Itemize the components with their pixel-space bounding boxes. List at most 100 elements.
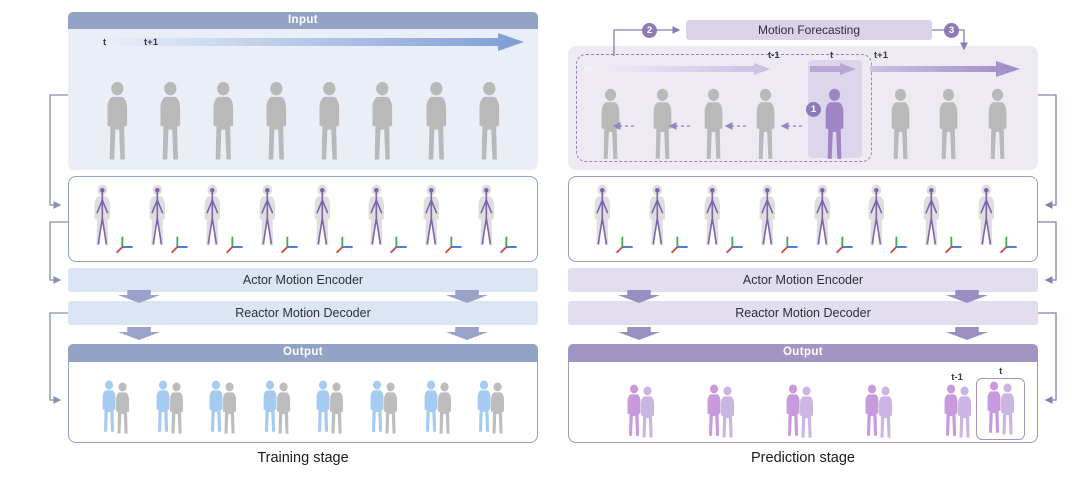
actor-reactor-pair-blue: [263, 380, 290, 434]
actor-motion-encoder-right: Actor Motion Encoder: [568, 268, 1038, 292]
actor-reactor-pair-purple: [944, 384, 971, 438]
actor-reactor-pair-purple: [987, 381, 1015, 435]
motion-forecasting-bar: Motion Forecasting: [686, 20, 932, 40]
output-tick-t-minus-1: t-1: [951, 372, 963, 383]
coordinate-axes-icon: [445, 236, 462, 254]
skeleton-figure: [704, 184, 743, 254]
predicted-frame-box: [976, 378, 1025, 440]
pair-holder: [981, 381, 1020, 437]
output-header-right: Output: [568, 344, 1038, 361]
actor-reactor-pair-purple: [628, 384, 655, 438]
output-tick-t: t: [999, 366, 1003, 377]
coordinate-axes-icon: [670, 236, 688, 254]
reactor-motion-decoder-left: Reactor Motion Decoder: [68, 301, 538, 325]
step-badge-3: 3: [944, 23, 959, 38]
actor-reactor-pair-blue: [477, 380, 505, 434]
pair-t-minus-1: t-1: [938, 372, 977, 440]
coordinate-axes-icon: [780, 236, 798, 254]
gray-person-figure: [988, 88, 1007, 159]
caption-prediction-stage: Prediction stage: [751, 450, 855, 466]
tick-t: t: [103, 37, 107, 48]
tick-t-minus-1: t-1: [768, 50, 780, 61]
output-panel-left: [68, 361, 538, 443]
skeleton-figure: [978, 184, 1017, 254]
skeleton-figure-row-left: [79, 184, 527, 255]
gray-person-figure: [372, 81, 393, 160]
future-figures-row: [868, 88, 1030, 162]
tick-t: t: [830, 50, 834, 61]
actor-reactor-pair-purple: [786, 384, 813, 438]
actor-reactor-pair-blue: [424, 380, 451, 434]
output-pair-row-left: [81, 374, 525, 436]
output-pair-row-right: t-1 t: [581, 366, 1025, 440]
output-header-left: Output: [68, 344, 538, 361]
coordinate-axes-icon: [890, 236, 908, 254]
step-badge-1: 1: [806, 102, 821, 117]
down-arrow: [118, 327, 160, 340]
skeleton-figure: [814, 184, 853, 254]
coordinate-axes-icon: [1000, 236, 1017, 254]
actor-reactor-pair-blue: [370, 380, 398, 434]
gray-person-figure: [479, 81, 499, 160]
skeleton-figure: [868, 184, 908, 254]
actor-reactor-pair-blue: [156, 380, 183, 434]
skeleton-figure: [759, 184, 798, 254]
gray-person-figure: [940, 88, 958, 159]
gray-person-figure: [213, 81, 234, 160]
input-panel: t t+1: [68, 29, 538, 170]
skeleton-figure: [204, 184, 243, 254]
current-actor-figure: [818, 88, 851, 162]
input-figure-row: [82, 81, 524, 163]
actor-reactor-pair-blue: [317, 380, 344, 434]
actor-reactor-pair-blue: [102, 380, 130, 434]
skeleton-figure: [594, 184, 633, 254]
gray-person-figure: [319, 81, 340, 160]
actor-reactor-pair-purple: [707, 384, 734, 438]
coordinate-axes-icon: [280, 236, 298, 254]
skeleton-figure: [94, 184, 133, 254]
plain-pairs: [581, 384, 938, 440]
coordinate-axes-icon: [170, 236, 188, 254]
gray-person-figure: [426, 81, 446, 160]
step-badge-2: 2: [642, 23, 657, 38]
coordinate-axes-icon: [116, 236, 133, 254]
actor-motion-encoder-left: Actor Motion Encoder: [68, 268, 538, 292]
coordinate-axes-icon: [390, 236, 408, 254]
forecasting-panel: t-1 t t+1: [568, 46, 1038, 170]
actor-reactor-pair-purple: [865, 384, 892, 438]
tick-t-plus-1: t+1: [874, 50, 888, 61]
gray-person-figure: [891, 88, 910, 159]
gray-person-figure: [266, 81, 287, 160]
observed-window-dashed-box: [576, 54, 872, 162]
coordinate-axes-icon: [835, 236, 853, 254]
coordinate-axes-icon: [500, 236, 517, 254]
coordinate-axes-icon: [616, 236, 633, 254]
down-arrow: [446, 327, 488, 340]
down-arrow: [946, 327, 988, 340]
pair-holder: [938, 384, 977, 440]
coordinate-axes-icon: [945, 236, 962, 254]
coordinate-axes-icon: [335, 236, 353, 254]
skeleton-figure: [149, 184, 188, 254]
input-header: Input: [68, 12, 538, 29]
skeleton-figure: [259, 184, 298, 254]
reactor-motion-decoder-right: Reactor Motion Decoder: [568, 301, 1038, 325]
tick-t1: t+1: [144, 37, 158, 48]
caption-training-stage: Training stage: [257, 450, 349, 466]
skeleton-figure: [423, 184, 462, 254]
coordinate-axes-icon: [725, 236, 743, 254]
skeleton-box-left: [68, 176, 538, 262]
skeleton-figure: [478, 184, 517, 254]
down-arrow: [618, 327, 660, 340]
pair-t: t: [976, 366, 1025, 440]
skeleton-figure-row-right: [579, 184, 1027, 255]
gray-person-figure: [107, 81, 127, 160]
skeleton-figure: [649, 184, 688, 254]
output-panel-right: t-1 t: [568, 361, 1038, 443]
skeleton-box-right: [568, 176, 1038, 262]
skeleton-figure: [923, 184, 962, 254]
actor-reactor-pair-blue: [209, 380, 237, 434]
gray-person-figure: [160, 81, 180, 160]
skeleton-figure: [368, 184, 408, 254]
